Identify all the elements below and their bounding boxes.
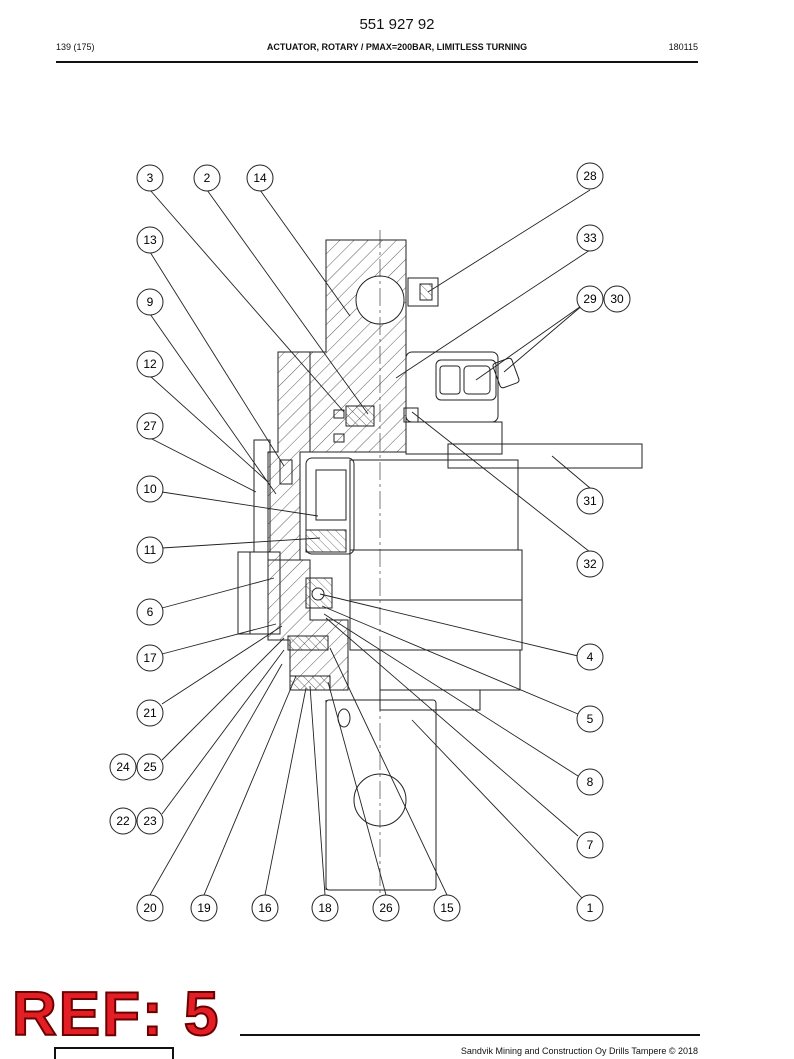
callout-2: 2 <box>193 164 221 192</box>
svg-text:31: 31 <box>583 494 597 508</box>
svg-text:8: 8 <box>587 775 594 789</box>
svg-text:17: 17 <box>143 651 157 665</box>
callout-12: 12 <box>136 350 164 378</box>
svg-text:1: 1 <box>587 901 594 915</box>
footer-copyright: Sandvik Mining and Construction Oy Drill… <box>460 1046 698 1056</box>
svg-text:32: 32 <box>583 557 597 571</box>
callout-24: 24 <box>109 753 137 781</box>
svg-text:21: 21 <box>143 706 157 720</box>
svg-text:14: 14 <box>253 171 267 185</box>
callout-33: 33 <box>576 224 604 252</box>
svg-text:18: 18 <box>318 901 332 915</box>
svg-text:10: 10 <box>143 482 157 496</box>
svg-text:13: 13 <box>143 233 157 247</box>
header-rule <box>56 61 698 63</box>
reference-mark: REF: 5 <box>11 980 221 1049</box>
svg-text:22: 22 <box>116 814 130 828</box>
svg-text:6: 6 <box>147 605 154 619</box>
leader-lines <box>149 189 591 899</box>
svg-text:20: 20 <box>143 901 157 915</box>
callout-1: 1 <box>576 894 604 922</box>
svg-text:9: 9 <box>147 295 154 309</box>
svg-text:28: 28 <box>583 169 597 183</box>
svg-text:23: 23 <box>143 814 157 828</box>
callout-17: 17 <box>136 644 164 672</box>
callout-25: 25 <box>136 753 164 781</box>
svg-text:3: 3 <box>147 171 154 185</box>
svg-text:33: 33 <box>583 231 597 245</box>
callout-7: 7 <box>576 831 604 859</box>
page-title: ACTUATOR, ROTARY / PMAX=200BAR, LIMITLES… <box>266 42 528 52</box>
callout-23: 23 <box>136 807 164 835</box>
callout-13: 13 <box>136 226 164 254</box>
svg-text:2: 2 <box>204 171 211 185</box>
svg-text:30: 30 <box>610 292 624 306</box>
svg-text:5: 5 <box>587 712 594 726</box>
callout-5: 5 <box>576 705 604 733</box>
company-logo <box>54 1047 174 1059</box>
footer-rule <box>240 1034 700 1036</box>
callout-8: 8 <box>576 768 604 796</box>
callout-32: 32 <box>576 550 604 578</box>
svg-text:16: 16 <box>258 901 272 915</box>
callout-28: 28 <box>576 162 604 190</box>
callout-31: 31 <box>576 487 604 515</box>
callout-30: 30 <box>603 285 631 313</box>
callout-19: 19 <box>190 894 218 922</box>
svg-text:15: 15 <box>440 901 454 915</box>
svg-text:27: 27 <box>143 419 157 433</box>
page-reference: 139 (175) <box>56 42 95 52</box>
callout-26: 26 <box>372 894 400 922</box>
callout-21: 21 <box>136 699 164 727</box>
svg-text:25: 25 <box>143 760 157 774</box>
actuator-geometry <box>237 230 643 900</box>
callout-22: 22 <box>109 807 137 835</box>
svg-text:24: 24 <box>116 760 130 774</box>
callout-10: 10 <box>136 475 164 503</box>
callout-9: 9 <box>136 288 164 316</box>
callout-18: 18 <box>311 894 339 922</box>
date-code: 180115 <box>668 42 698 52</box>
svg-text:19: 19 <box>197 901 211 915</box>
svg-text:29: 29 <box>583 292 597 306</box>
callout-3: 3 <box>136 164 164 192</box>
svg-text:12: 12 <box>143 357 157 371</box>
callout-4: 4 <box>576 643 604 671</box>
callout-11: 11 <box>136 536 164 564</box>
callout-6: 6 <box>136 598 164 626</box>
callout-14: 14 <box>246 164 274 192</box>
svg-text:26: 26 <box>379 901 393 915</box>
callout-27: 27 <box>136 412 164 440</box>
callout-16: 16 <box>251 894 279 922</box>
callout-15: 15 <box>433 894 461 922</box>
callout-29: 29 <box>576 285 604 313</box>
svg-text:11: 11 <box>144 543 157 557</box>
document-number: 551 927 92 <box>359 16 435 33</box>
svg-text:7: 7 <box>587 838 594 852</box>
callout-20: 20 <box>136 894 164 922</box>
svg-text:4: 4 <box>587 650 594 664</box>
